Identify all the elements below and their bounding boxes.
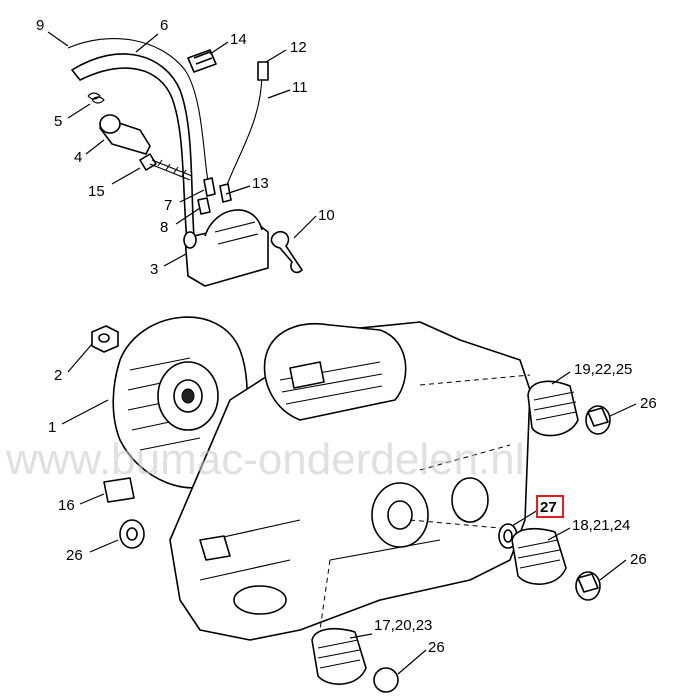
buffer-upper-part: [527, 380, 579, 437]
watermark: www.bumac-onderdelen.nl: [5, 435, 525, 484]
alignment-line: [319, 559, 331, 631]
alignment-line: [419, 374, 531, 386]
wire-11: [224, 71, 263, 191]
callout-8: 8: [160, 219, 168, 236]
callout-4: 4: [74, 149, 82, 166]
callout-26-left: 26: [66, 547, 83, 564]
callout-13: 13: [252, 175, 269, 192]
alignment-line: [419, 444, 511, 471]
ignition-module-part: [183, 209, 269, 287]
wire-6: [67, 38, 211, 189]
screw-part: [139, 153, 193, 181]
callout-10: 10: [318, 207, 335, 224]
plug-left-part: [119, 519, 145, 549]
ignition-assembly: [67, 38, 303, 287]
spring-part: [87, 92, 105, 104]
clip-part-14: [187, 49, 217, 73]
spark-plug-boot-part: [99, 114, 151, 155]
terminal-8: [197, 197, 211, 215]
callout-18-21-24: 18,21,24: [572, 517, 630, 534]
callout-17-20-23: 17,20,23: [374, 617, 432, 634]
connector-12: [257, 61, 269, 81]
callout-16: 16: [58, 497, 75, 514]
terminal-13: [219, 183, 232, 203]
callout-5: 5: [54, 113, 62, 130]
callout-12: 12: [290, 39, 307, 56]
cable-guide-part: [71, 53, 196, 253]
part-16: [103, 477, 135, 503]
plug-lower-part: [373, 667, 399, 693]
callout-11: 11: [292, 79, 308, 96]
crankcase-part: [169, 321, 531, 641]
callout-26-upper: 26: [640, 395, 657, 412]
callout-19-22-25: 19,22,25: [574, 361, 632, 378]
callout-7: 7: [164, 197, 172, 214]
highlight-box: [536, 495, 564, 518]
callout-9: 9: [36, 17, 44, 34]
callout-27: 27: [540, 499, 557, 516]
callout-15: 15: [88, 183, 105, 200]
leader-lines: [47, 31, 637, 675]
callout-26-middle: 26: [630, 551, 647, 568]
callout-labels: 9 6 14 12 11 5 4 15 13 7 8 10 3 2 1 16 2…: [36, 17, 657, 656]
clip-part-10: [270, 230, 303, 274]
callout-26-lower: 26: [428, 639, 445, 656]
plug-middle-part: [575, 571, 601, 601]
callout-3: 3: [150, 261, 158, 278]
plug-upper-part: [585, 405, 611, 435]
terminal-7: [203, 177, 216, 197]
callout-6: 6: [160, 17, 168, 34]
buffer-lower-part: [311, 627, 367, 685]
callout-2: 2: [54, 367, 62, 384]
buffer-middle-part: [511, 527, 567, 585]
callout-1: 1: [48, 419, 56, 436]
callout-14: 14: [230, 31, 247, 48]
alignment-line: [409, 519, 501, 529]
